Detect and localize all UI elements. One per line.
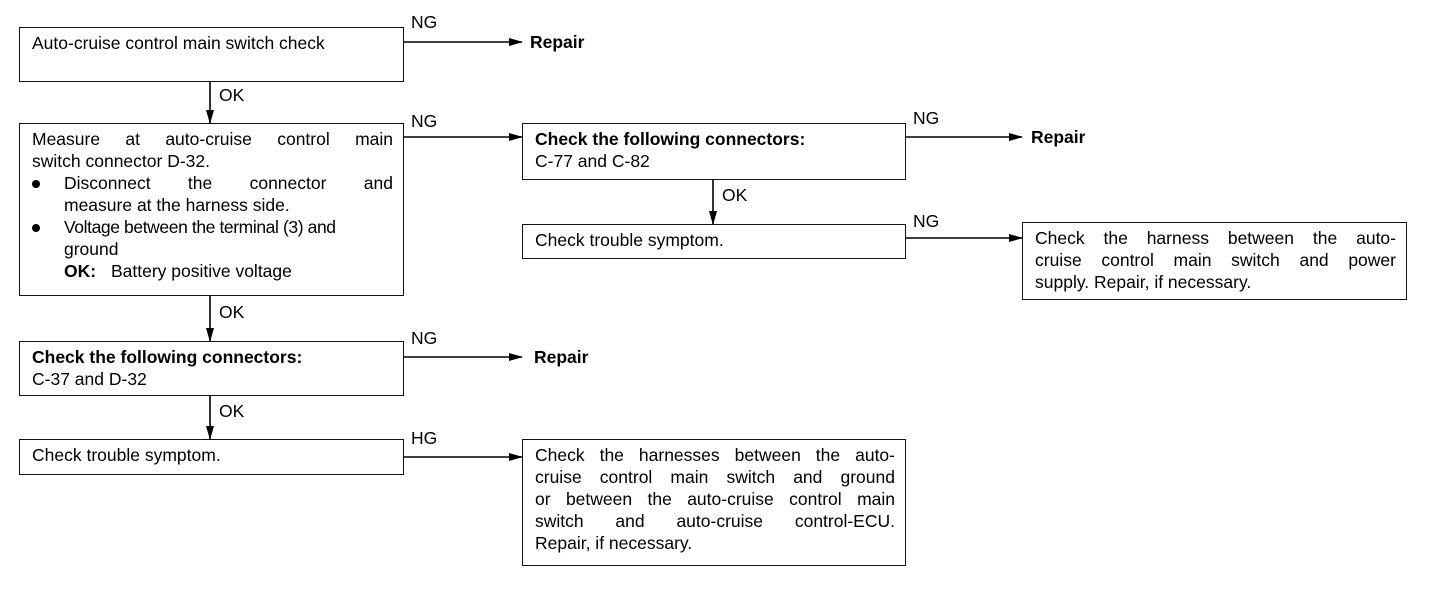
step-line: supply. Repair, if necessary. xyxy=(1035,272,1252,292)
step-check-symptom-1: Check trouble symptom. xyxy=(19,439,404,475)
step-line: Check the harness between the auto- xyxy=(1035,228,1396,248)
step-check-connectors-2: Check the following connectors: C-77 and… xyxy=(522,123,906,180)
label-hg-4: HG xyxy=(411,428,438,448)
step-detail: C-37 and D-32 xyxy=(32,369,147,389)
result-repair-3: Repair xyxy=(534,347,589,367)
label-ok-1: OK xyxy=(219,85,245,105)
step-check-harness-ground: Check the harnesses between the auto- cr… xyxy=(522,439,906,566)
bullet-line: measure at the harness side. xyxy=(64,195,290,215)
step-line: Check the harnesses between the auto- xyxy=(535,445,895,465)
bullet-item: Disconnect the connector and measure at … xyxy=(32,172,393,216)
bullet-line: Disconnect the connector and xyxy=(64,173,393,193)
step-line: or between the auto-cruise control main xyxy=(535,489,895,509)
label-ok-5: OK xyxy=(722,185,748,205)
step-check-connectors-1: Check the following connectors: C-37 and… xyxy=(19,341,404,396)
step-measure-connector: Measure at auto-cruise control main swit… xyxy=(19,123,404,296)
step-line: Measure at auto-cruise control main xyxy=(32,129,393,149)
step-title: Check the following connectors: xyxy=(535,129,806,149)
label-ok-3: OK xyxy=(219,401,245,421)
bullet-icon xyxy=(32,180,40,188)
result-repair-5: Repair xyxy=(1031,127,1086,147)
bullet-line: ground xyxy=(64,239,119,259)
step-line: switch and auto-cruise control-ECU. xyxy=(535,511,895,531)
step-text: Auto-cruise control main switch check xyxy=(32,33,325,53)
bullet-item: Voltage between the terminal (3) and gro… xyxy=(32,216,393,282)
step-line: switch connector D-32. xyxy=(32,151,210,171)
step-text: Check trouble symptom. xyxy=(32,445,221,465)
step-check-symptom-2: Check trouble symptom. xyxy=(522,224,906,259)
ok-criteria-label: OK: xyxy=(64,261,97,281)
label-ng-1: NG xyxy=(411,12,438,32)
step-line: cruise control main switch and power xyxy=(1035,250,1396,270)
result-repair-1: Repair xyxy=(530,32,585,52)
label-ng-6: NG xyxy=(913,211,940,231)
ok-criteria-value: Battery positive voltage xyxy=(110,261,292,281)
step-line: cruise control main switch and ground xyxy=(535,467,895,487)
label-ng-5: NG xyxy=(913,108,940,128)
step-main-switch-check: Auto-cruise control main switch check xyxy=(19,27,404,82)
bullet-line: Voltage between the terminal (3) and xyxy=(64,217,336,237)
step-check-harness-power: Check the harness between the auto- crui… xyxy=(1022,222,1407,300)
label-ng-2: NG xyxy=(411,111,438,131)
label-ng-3: NG xyxy=(411,328,438,348)
bullet-icon xyxy=(32,224,40,232)
step-line: Repair, if necessary. xyxy=(535,533,693,553)
label-ok-2: OK xyxy=(219,302,245,322)
ok-criteria: OK: Battery positive voltage xyxy=(64,260,393,282)
step-text: Check trouble symptom. xyxy=(535,230,724,250)
step-detail: C-77 and C-82 xyxy=(535,151,650,171)
step-title: Check the following connectors: xyxy=(32,347,303,367)
